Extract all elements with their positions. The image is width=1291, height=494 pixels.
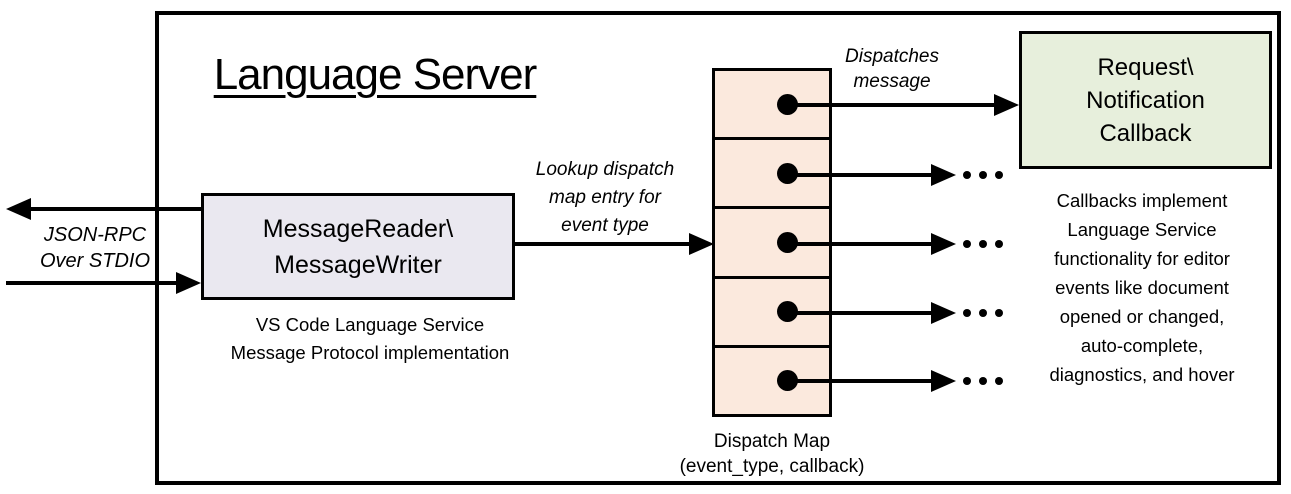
ellipsis-dot [963, 240, 971, 248]
dispatch-arrow-1-line [787, 103, 995, 107]
message-reader-writer-box: MessageReader\ MessageWriter [201, 193, 515, 300]
ellipsis [963, 309, 1003, 317]
callbacks-note-line: functionality for editor [1054, 248, 1230, 269]
dispatches-message-label: Dispatches message [822, 44, 962, 94]
ellipsis-dot [979, 240, 987, 248]
ellipsis-dot [979, 309, 987, 317]
stdout-arrowhead-icon [6, 198, 31, 220]
dispatch-arrow-5-head-icon [931, 370, 956, 392]
lookup-label-line1: Lookup dispatch [535, 159, 675, 180]
callbacks-note: Callbacks implement Language Service fun… [1009, 186, 1275, 389]
dispatch-arrow-2-line [787, 173, 932, 177]
ellipsis-dot [963, 171, 971, 179]
callbacks-note-line: Language Service [1067, 219, 1217, 240]
lookup-label: Lookup dispatch map entry for event type [515, 156, 695, 240]
dispatch-map-caption-line2: (event_type, callback) [679, 456, 865, 477]
callbacks-note-line: Callbacks implement [1056, 190, 1228, 211]
ellipsis [963, 377, 1003, 385]
lookup-arrowhead-icon [689, 233, 714, 255]
dispatch-map-caption: Dispatch Map (event_type, callback) [652, 429, 892, 479]
dispatches-label-line1: Dispatches [845, 46, 939, 67]
dispatch-arrow-3-line [787, 242, 932, 246]
callback-box-line1: Request\ [1097, 53, 1194, 81]
dispatch-arrow-3-head-icon [931, 233, 956, 255]
stdout-arrow-line [29, 207, 201, 211]
reader-caption: VS Code Language Service Message Protoco… [200, 311, 540, 367]
callback-box-line3: Callback [1099, 119, 1192, 147]
dispatches-label-line2: message [853, 71, 931, 92]
json-rpc-label-line1: JSON-RPC [43, 224, 147, 246]
callbacks-note-line: diagnostics, and hover [1049, 364, 1235, 385]
callbacks-note-line: auto-complete, [1080, 335, 1204, 356]
dispatch-arrow-2-head-icon [931, 164, 956, 186]
dispatch-arrow-4-head-icon [931, 302, 956, 324]
ellipsis-dot [995, 171, 1003, 179]
ellipsis [963, 240, 1003, 248]
request-notification-callback-box: Request\ Notification Callback [1019, 31, 1272, 169]
lookup-label-line3: event type [561, 215, 649, 236]
dispatch-map-cell [715, 206, 829, 275]
stdin-arrow-line [6, 281, 177, 285]
ellipsis-dot [995, 377, 1003, 385]
dispatch-map-caption-line1: Dispatch Map [713, 431, 831, 452]
json-rpc-label: JSON-RPC Over STDIO [15, 222, 175, 274]
ellipsis [963, 171, 1003, 179]
language-server-box [155, 11, 1281, 485]
ellipsis-dot [963, 309, 971, 317]
dispatch-map-cell [715, 137, 829, 206]
stdin-arrowhead-icon [176, 272, 201, 294]
reader-caption-line1: VS Code Language Service [255, 314, 485, 335]
ellipsis-dot [963, 377, 971, 385]
ellipsis-dot [979, 377, 987, 385]
diagram-title: Language Server [213, 50, 538, 99]
dispatch-arrow-1-head-icon [994, 94, 1019, 116]
dispatch-arrow-4-line [787, 311, 932, 315]
lookup-arrow-line [515, 242, 691, 246]
ellipsis-dot [979, 171, 987, 179]
ellipsis-dot [995, 240, 1003, 248]
json-rpc-label-line2: Over STDIO [39, 250, 150, 272]
callbacks-note-line: events like document [1055, 277, 1229, 298]
reader-caption-line2: Message Protocol implementation [230, 342, 510, 363]
reader-box-line1: MessageReader\ [262, 214, 454, 243]
reader-box-line2: MessageWriter [274, 250, 442, 279]
ellipsis-dot [995, 309, 1003, 317]
lookup-label-line2: map entry for [549, 187, 661, 208]
callbacks-note-line: opened or changed, [1059, 306, 1225, 327]
dispatch-arrow-5-line [787, 379, 932, 383]
callback-box-line2: Notification [1086, 86, 1205, 114]
